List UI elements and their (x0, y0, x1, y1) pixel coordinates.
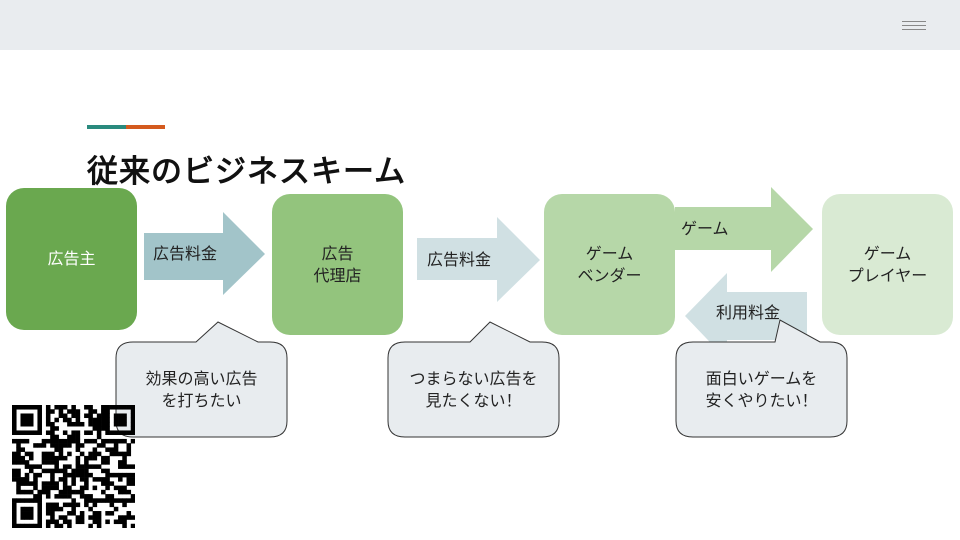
arrow-game-label: ゲーム (681, 219, 729, 238)
callout-player (675, 319, 848, 438)
title-accent-teal (87, 125, 126, 129)
callout-player-text: 面白いゲームを 安くやりたい！ (676, 368, 847, 412)
arrow-usage-fee-label: 利用料金 (716, 303, 781, 322)
title-accent-orange (126, 125, 165, 129)
node-game-vendor (544, 194, 675, 335)
arrow-ad-fee-1 (144, 212, 265, 295)
node-advertiser (6, 188, 137, 330)
top-bar (0, 0, 960, 50)
node-ad-agency (272, 194, 403, 335)
line2: 代理店 (313, 266, 362, 285)
arrow-ad-fee-2 (417, 217, 540, 302)
callout-viewer (387, 321, 560, 438)
node-game-vendor-label: ゲーム ベンダー (544, 243, 675, 287)
node-ad-agency-label: 広告 代理店 (272, 243, 403, 287)
callout-viewer-text: つまらない広告を 見たくない！ (388, 368, 559, 412)
line2: 見たくない！ (425, 391, 522, 410)
line1: つまらない広告を (409, 369, 538, 388)
arrow-game (675, 187, 813, 272)
hamburger-menu-icon[interactable] (902, 21, 926, 31)
line1: 面白いゲームを (705, 369, 818, 388)
line1: ゲーム (863, 244, 912, 263)
line2: 安くやりたい！ (705, 391, 818, 410)
callout-advertiser-text: 効果の高い広告 を打ちたい (116, 368, 287, 412)
node-advertiser-label: 広告主 (47, 249, 96, 268)
slide-title: 従来のビジネスキーム (87, 154, 407, 190)
line1: 広告 (321, 244, 354, 263)
line1: ゲーム (585, 244, 634, 263)
node-game-player-label: ゲーム プレイヤー (822, 243, 953, 287)
arrow-ad-fee-2-label: 広告料金 (427, 250, 492, 269)
line1: 効果の高い広告 (145, 369, 258, 388)
line2: プレイヤー (847, 266, 928, 285)
qr-code-icon (12, 405, 135, 528)
line2: ベンダー (577, 266, 642, 285)
arrow-ad-fee-1-label: 広告料金 (153, 244, 218, 263)
callout-advertiser (115, 321, 288, 438)
node-game-player (822, 194, 953, 335)
line2: を打ちたい (161, 391, 242, 410)
